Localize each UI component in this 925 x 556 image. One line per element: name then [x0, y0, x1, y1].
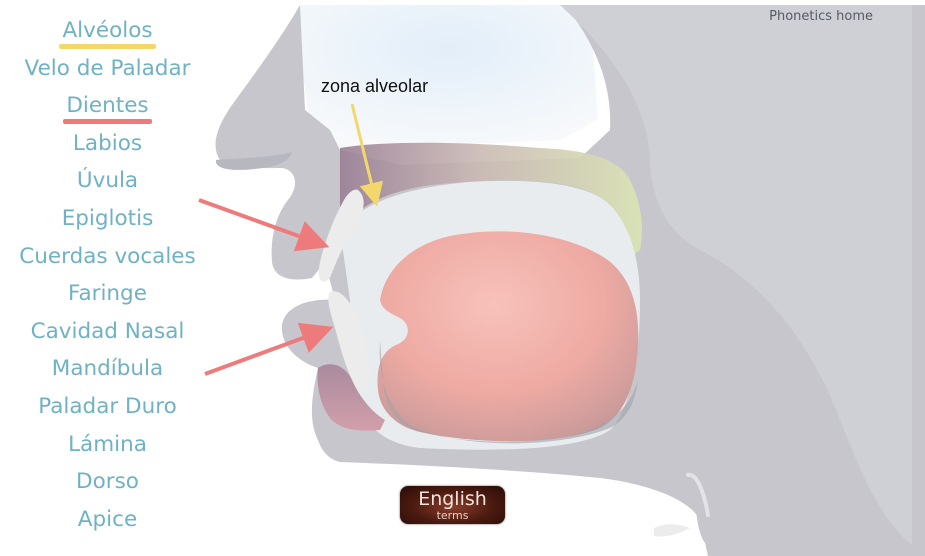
term-lamina[interactable]: Lámina — [0, 426, 215, 464]
term-velo-de-paladar[interactable]: Velo de Paladar — [0, 50, 215, 88]
term-dientes[interactable]: Dientes — [0, 87, 215, 125]
english-terms-button[interactable]: English terms — [400, 486, 505, 524]
term-label: Apice — [77, 506, 138, 532]
language-button-label: English — [418, 488, 487, 510]
term-epiglotis[interactable]: Epiglotis — [0, 200, 215, 238]
epiglottis-highlight — [686, 472, 710, 517]
term-mandibula[interactable]: Mandíbula — [0, 350, 215, 388]
term-label: Cavidad Nasal — [30, 318, 185, 344]
term-label: Dorso — [76, 469, 139, 495]
tongue — [377, 231, 639, 442]
head-back — [560, 5, 912, 545]
term-uvula[interactable]: Úvula — [0, 162, 215, 200]
vocal-cord — [654, 524, 690, 537]
term-label: Cuerdas vocales — [19, 243, 196, 269]
term-label: Epiglotis — [61, 205, 154, 231]
term-label: Velo de Paladar — [24, 55, 191, 81]
term-label: Lámina — [68, 431, 147, 457]
pointer-arrow-lower-teeth — [204, 322, 334, 376]
term-dorso[interactable]: Dorso — [0, 463, 215, 501]
term-paladar-duro[interactable]: Paladar Duro — [0, 388, 215, 426]
term-label: Paladar Duro — [38, 393, 177, 419]
term-label: Dientes — [66, 93, 149, 119]
lower-lip — [317, 364, 385, 431]
term-label: Faringe — [68, 281, 147, 307]
term-apice[interactable]: Apice — [0, 501, 215, 539]
upper-tooth — [318, 189, 364, 282]
pointer-arrow-alveolar — [350, 103, 384, 207]
lower-tooth — [328, 291, 369, 390]
term-list: Alvéolos Velo de Paladar Dientes Labios … — [0, 12, 215, 538]
term-label: Mandíbula — [51, 356, 164, 382]
nose-tip — [215, 152, 292, 170]
term-alveolos[interactable]: Alvéolos — [0, 12, 215, 50]
palate — [340, 142, 642, 258]
nasal-cavity — [300, 5, 598, 150]
pointer-arrow-upper-teeth — [198, 198, 330, 252]
term-cavidad-nasal[interactable]: Cavidad Nasal — [0, 313, 215, 351]
pharynx-wall — [626, 395, 664, 465]
term-faringe[interactable]: Faringe — [0, 275, 215, 313]
term-label: Labios — [72, 130, 143, 156]
term-labios[interactable]: Labios — [0, 125, 215, 163]
callout-zona-alveolar: zona alveolar — [321, 76, 429, 96]
term-cuerdas-vocales[interactable]: Cuerdas vocales — [0, 238, 215, 276]
phonetics-home-link[interactable]: Phonetics home — [769, 9, 873, 24]
term-label: Úvula — [76, 168, 139, 194]
term-label: Alvéolos — [62, 18, 153, 43]
language-button-sublabel: terms — [436, 509, 469, 522]
